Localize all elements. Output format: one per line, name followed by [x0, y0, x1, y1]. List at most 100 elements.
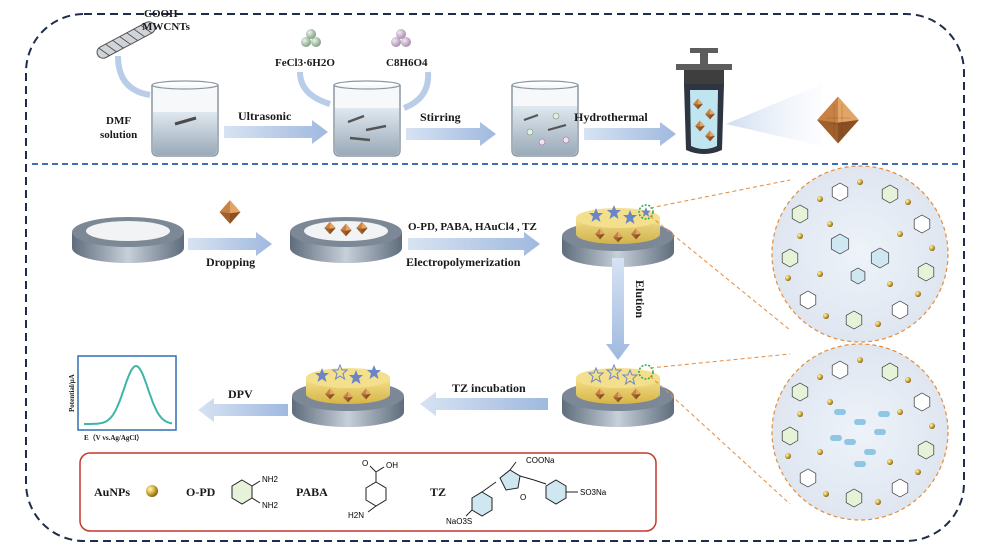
- arrow-dropping: [188, 232, 272, 256]
- aunp-dot: [887, 459, 893, 465]
- aunp-dot: [827, 221, 833, 227]
- ring-shape: [830, 233, 850, 255]
- dpv-plot: Potential/μA E（V vs.Ag/AgCl）: [68, 355, 177, 442]
- sensor-section: Dropping O-PD, PABA, HAuCl4 , TZ Electro…: [68, 165, 949, 532]
- step-elution: Elution: [633, 280, 647, 318]
- tz-structure-icon: [465, 461, 578, 517]
- electrode-mof: [290, 217, 402, 263]
- legend-aunps-label: AuNPs: [94, 485, 130, 499]
- ring-shape: [831, 182, 849, 202]
- aunp-dot: [797, 411, 803, 417]
- ring-shape: [913, 214, 931, 234]
- ring-shape: [781, 426, 799, 446]
- aunp-sphere-icon: [146, 485, 158, 497]
- mof-crystal-icon: [817, 96, 859, 144]
- tz-coona: COONa: [526, 456, 555, 465]
- aunp-dot: [929, 245, 935, 251]
- beaker-stirred: [511, 80, 579, 157]
- aunp-dot: [905, 199, 911, 205]
- tz-so3na: SO3Na: [580, 488, 607, 497]
- aunp-dot: [905, 377, 911, 383]
- electrode-mip-eluted: [562, 364, 674, 427]
- electrode-mip-template: [562, 204, 674, 267]
- legend-tz-label: TZ: [430, 485, 446, 499]
- aunp-dot: [827, 399, 833, 405]
- electrode-bare: [72, 217, 184, 263]
- fecl3-label: FeCl3·6H2O: [275, 57, 335, 69]
- cavity-shape: [844, 439, 856, 445]
- arrow-stirring: [406, 122, 496, 146]
- beaker-mixing: [333, 80, 401, 157]
- aunp-dot: [887, 281, 893, 287]
- aunp-dot: [929, 423, 935, 429]
- dpv-peak-curve: [84, 365, 173, 425]
- ring-shape: [845, 488, 863, 508]
- outer-dashed-frame: [25, 13, 965, 542]
- cavity-shape: [830, 435, 842, 441]
- step-hydrothermal: Hydrothermal: [574, 110, 648, 124]
- dpv-ylabel: Potential/μA: [68, 374, 76, 412]
- curved-arrow-2: [297, 71, 331, 107]
- step-stirring: Stirring: [420, 110, 461, 124]
- aunp-dot: [897, 231, 903, 237]
- bdc-spheres-icon: [391, 29, 411, 47]
- aunp-dot: [915, 291, 921, 297]
- tz-o: O: [520, 493, 526, 502]
- cnt-label-2: MWCNTs: [142, 21, 191, 33]
- bdc-label: C8H6O4: [386, 57, 428, 69]
- dmf-label-1: DMF: [106, 115, 131, 127]
- arrow-hydrothermal: [584, 122, 676, 146]
- ring-shape: [799, 468, 817, 488]
- step-tz-incubation: TZ incubation: [452, 381, 526, 395]
- aunp-dot: [857, 179, 863, 185]
- cnt-label-1: COOH-: [144, 8, 182, 20]
- ring-shape: [831, 360, 849, 380]
- ring-shape: [799, 290, 817, 310]
- electrode-mip-rebound: [292, 364, 404, 427]
- zoom-line-lower-1: [649, 353, 791, 369]
- cavity-shape: [864, 449, 876, 455]
- ring-shape: [881, 362, 899, 382]
- ring-shape: [870, 247, 890, 269]
- zoom-line-upper-2: [649, 215, 791, 331]
- step-electropolymerization: Electropolymerization: [406, 255, 521, 269]
- fecl3-spheres-icon: [301, 29, 321, 47]
- beaker-dmf: [151, 80, 219, 157]
- aunp-dot: [797, 233, 803, 239]
- cavity-shape: [854, 419, 866, 425]
- arrow-ultrasonic: [224, 120, 328, 144]
- aunp-dot: [817, 374, 823, 380]
- ring-shape: [891, 300, 909, 320]
- aunp-dot: [785, 275, 791, 281]
- cavity-shape: [854, 461, 866, 467]
- zoom-circle-cavity: [771, 343, 949, 521]
- mof-drop-icon: [219, 200, 241, 224]
- cavity-shape: [874, 429, 886, 435]
- aunp-dot: [817, 449, 823, 455]
- legend-opd-label: O-PD: [186, 485, 216, 499]
- dpv-xlabel: E（V vs.Ag/AgCl）: [84, 434, 143, 442]
- opd-nh2-bottom: NH2: [262, 501, 279, 510]
- step-dropping: Dropping: [206, 255, 255, 269]
- aunp-dot: [817, 196, 823, 202]
- dpv-plot-frame: [77, 355, 177, 431]
- opd-structure-icon: [231, 479, 261, 505]
- ring-shape: [917, 262, 935, 282]
- aunp-dot: [785, 453, 791, 459]
- ring-shape: [791, 382, 809, 402]
- arrow-dpv: [198, 398, 288, 422]
- curved-arrow-1: [115, 55, 151, 98]
- aunp-dot: [823, 313, 829, 319]
- synthesis-section: COOH- MWCNTs DMF solution Ultrasonic FeC…: [96, 8, 859, 157]
- step-ultrasonic: Ultrasonic: [238, 109, 292, 123]
- paba-structure-icon: [365, 465, 387, 513]
- opd-nh2-top: NH2: [262, 475, 279, 484]
- ring-shape: [891, 478, 909, 498]
- zoom-line-lower-2: [649, 375, 791, 505]
- zoom-line-upper-1: [649, 179, 791, 209]
- curved-arrow-3: [402, 71, 432, 111]
- aunp-dot: [897, 409, 903, 415]
- ring-shape: [913, 392, 931, 412]
- arrow-elution: [606, 258, 630, 360]
